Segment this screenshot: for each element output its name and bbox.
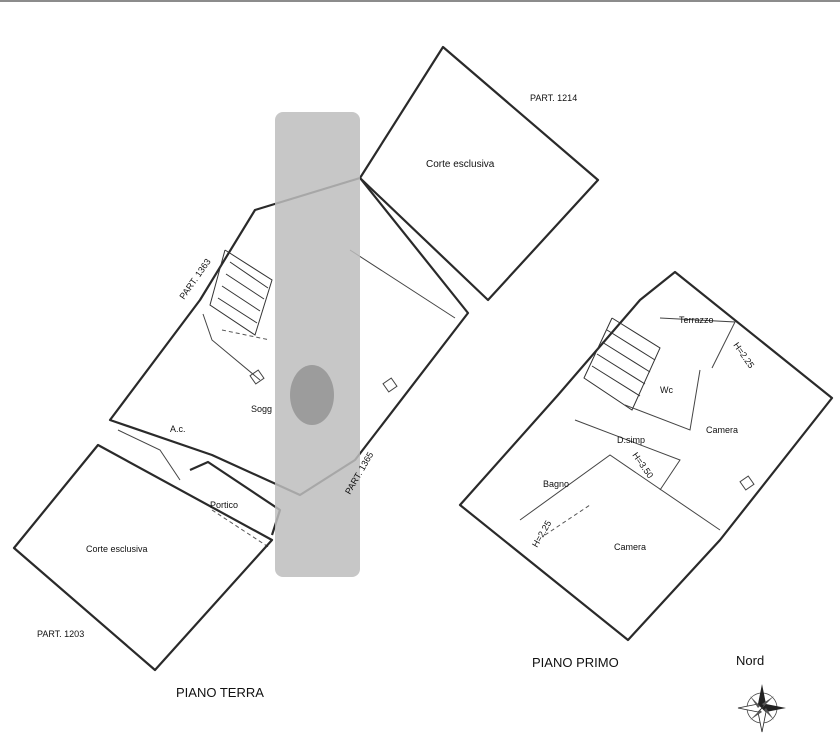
- room-label-ac: A.c.: [170, 424, 186, 434]
- door-symbol: [739, 475, 755, 491]
- wc-wall: [624, 369, 701, 431]
- first-floor-plan: [458, 270, 834, 642]
- terrazzo-wall: [659, 317, 736, 369]
- room-label-disimp: D.simp: [617, 435, 645, 445]
- stairs-ground: [209, 249, 273, 341]
- portico-wall: [189, 460, 282, 536]
- room-label-corte-top: Corte esclusiva: [426, 159, 495, 170]
- corte-esclusiva-top: [358, 45, 600, 302]
- height-label-3: H=2.25: [530, 519, 553, 549]
- door-symbol: [249, 369, 265, 385]
- parcel-label-1363: PART. 1363: [177, 257, 212, 301]
- ground-floor-title: PIANO TERRA: [176, 685, 264, 700]
- bagno-wall: [519, 454, 721, 531]
- disimp-wall: [574, 419, 681, 491]
- door-symbol: [382, 377, 398, 393]
- blurred-area: [275, 112, 360, 577]
- height-label-2: H=3.50: [630, 450, 655, 480]
- height-label-1: H=2.25: [731, 340, 756, 370]
- inner-wall: [349, 249, 456, 319]
- first-floor-title: PIANO PRIMO: [532, 655, 619, 670]
- room-label-soggiorno: Sogg: [251, 404, 272, 414]
- door-opening: [544, 504, 591, 536]
- inner-wall: [117, 429, 181, 481]
- compass-label: Nord: [736, 653, 764, 668]
- stairs-first: [583, 317, 661, 411]
- room-label-portico: Portico: [210, 500, 238, 510]
- portico-edge: [211, 509, 271, 549]
- room-label-bagno: Bagno: [543, 479, 569, 489]
- room-label-camera-right: Camera: [706, 425, 738, 435]
- parcel-label-1203: PART. 1203: [37, 629, 84, 639]
- first-floor-building: [458, 270, 834, 642]
- compass-rose-icon: [737, 684, 786, 733]
- corte-esclusiva-bottom: [12, 443, 274, 672]
- room-label-corte-bottom: Corte esclusiva: [86, 544, 148, 554]
- parcel-label-1214: PART. 1214: [530, 93, 577, 103]
- room-label-wc: Wc: [660, 385, 673, 395]
- room-label-terrazzo: Terrazzo: [679, 315, 714, 325]
- room-label-camera-bottom: Camera: [614, 542, 646, 552]
- inner-wall: [202, 313, 261, 381]
